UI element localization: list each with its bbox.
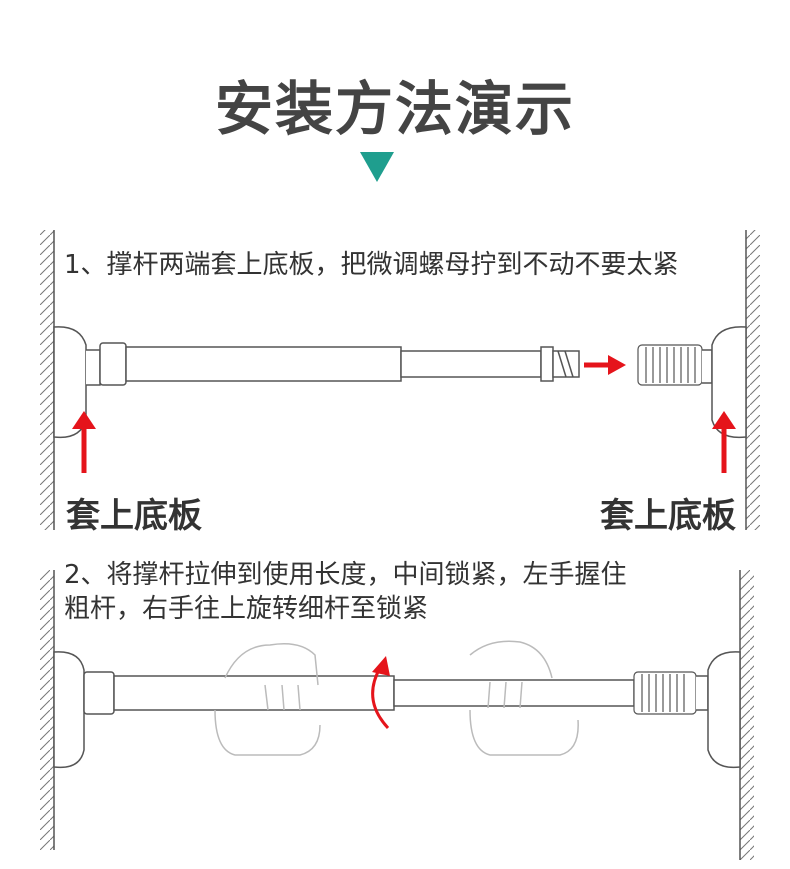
arrow-up-left-icon — [72, 411, 96, 473]
label-right-base: 套上底板 — [600, 496, 736, 536]
right-wall — [745, 230, 760, 530]
right-base-plate — [702, 326, 747, 439]
step1-illustration — [40, 230, 760, 530]
telescopic-rod — [113, 675, 635, 711]
page-title: 安装方法演示 — [214, 75, 575, 143]
step2-illustration — [40, 570, 754, 860]
right-wall — [739, 570, 754, 860]
adjusting-nut — [633, 671, 697, 715]
arrow-right-icon — [584, 355, 626, 375]
telescopic-rod — [125, 346, 580, 382]
right-base-plate — [696, 651, 741, 769]
down-triangle-icon — [360, 152, 394, 182]
step2-instruction-line1: 2、将撑杆拉伸到使用长度，中间锁紧，左手握住 — [64, 560, 627, 590]
left-wall — [40, 570, 55, 850]
arrow-up-right-icon — [712, 411, 736, 473]
right-hand-icon — [469, 640, 579, 756]
rotate-arrow-icon — [371, 656, 390, 730]
label-left-base: 套上底板 — [66, 496, 202, 536]
adjusting-nut — [637, 344, 703, 386]
left-base-plate — [53, 651, 115, 769]
step2-instruction-line2: 粗杆，右手往上旋转细杆至锁紧 — [64, 594, 429, 624]
step1-instruction: 1、撑杆两端套上底板，把微调螺母拧到不动不要太紧 — [64, 250, 679, 280]
left-wall — [40, 230, 55, 530]
left-base-plate — [53, 326, 127, 439]
left-hand-icon — [214, 643, 321, 756]
